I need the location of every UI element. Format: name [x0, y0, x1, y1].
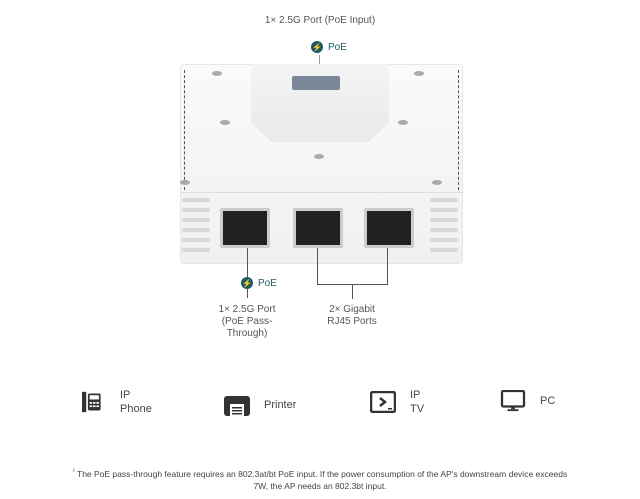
pc-icon: [500, 390, 526, 412]
top-rj45-port: [292, 76, 340, 90]
device-pc: PC: [500, 390, 555, 412]
connector-line: [247, 248, 248, 298]
screw-hole: [398, 120, 408, 125]
gigabit-rj45-port-2: [364, 208, 414, 248]
lightning-icon: ⚡: [241, 277, 253, 289]
edge-line: [458, 70, 459, 190]
poe-label: PoE: [258, 277, 277, 289]
screw-hole: [414, 71, 424, 76]
screw-hole: [220, 120, 230, 125]
poe-label: PoE: [328, 41, 347, 53]
passthrough-rj45-port: [220, 208, 270, 248]
bracket-line: [317, 248, 388, 285]
passthrough-port-label: 1× 2.5G Port(PoE Pass-Through): [218, 304, 276, 339]
screw-hole: [180, 180, 190, 185]
ip-tv-icon: [370, 391, 396, 413]
device-printer: Printer: [224, 394, 296, 416]
printer-icon: [224, 396, 250, 416]
screw-hole: [432, 180, 442, 185]
lightning-icon: ⚡: [311, 41, 323, 53]
right-vents: [430, 198, 458, 252]
edge-line: [184, 70, 185, 190]
ip-phone-icon: [82, 391, 101, 413]
passthrough-poe-badge: ⚡ PoE: [241, 277, 277, 289]
left-vents: [182, 198, 210, 252]
top-port-label: 1× 2.5G Port (PoE Input): [264, 15, 376, 26]
top-poe-badge: ⚡ PoE: [311, 41, 347, 53]
screw-hole: [212, 71, 222, 76]
connector-line: [352, 285, 353, 299]
footnote: ² The PoE pass-through feature requires …: [72, 468, 568, 491]
divider: [180, 192, 463, 193]
screw-hole: [314, 154, 324, 159]
gigabit-rj45-port-1: [293, 208, 343, 248]
